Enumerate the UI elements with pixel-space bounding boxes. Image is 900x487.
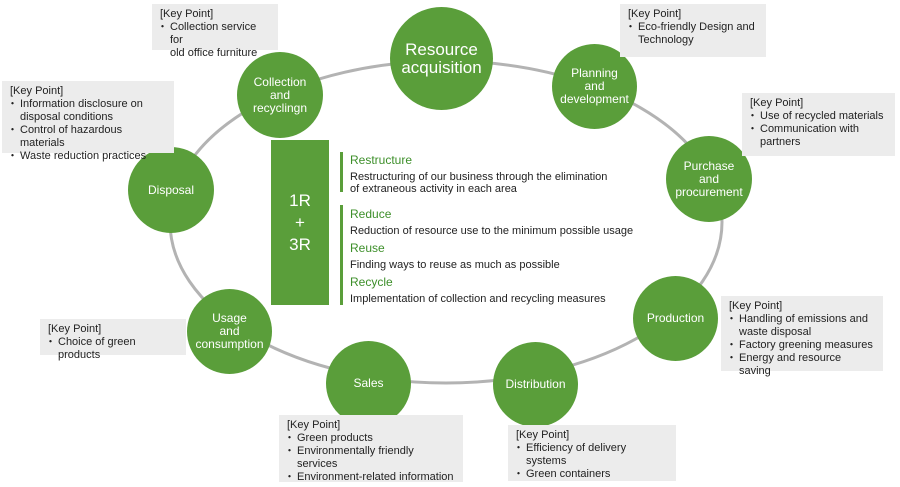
node-production: Production [633,276,718,361]
node-distribution: Distribution [493,342,578,427]
reduce-desc: Reduction of resource use to the minimum… [350,225,634,237]
restructure-title: Restructure [350,153,413,167]
keypoint-production: [Key Point] Handling of emissions and wa… [721,296,883,377]
keypoint-collection: [Key Point] Collection service for old o… [152,4,278,59]
node-usage-consumption: Usage and consumption [187,289,272,374]
keypoint-sales: [Key Point] Green products Environmental… [279,415,463,484]
node-resource-acquisition: Resource acquisition [390,7,493,110]
node-sales: Sales [326,341,411,426]
keypoint-distribution: [Key Point] Efficiency of delivery syste… [508,425,676,481]
center-1r-3r-block: 1R + 3R [271,140,329,305]
reduce-item: Reduce Reduction of resource use to the … [350,207,633,237]
reuse-item: Reuse Finding ways to reuse as much as p… [350,241,560,271]
reuse-desc: Finding ways to reuse as much as possibl… [350,259,560,271]
reuse-title: Reuse [350,241,385,255]
three-r-bar [340,205,343,305]
node-collection-recycling: Collection and recyclingn [237,52,323,138]
node-purchase-procurement: Purchase and procurement [666,136,752,222]
restructure-bar [340,152,343,192]
keypoint-planning: [Key Point] Eco-friendly Design and Tech… [620,4,766,57]
recycle-item: Recycle Implementation of collection and… [350,275,606,305]
keypoint-purchase: [Key Point] Use of recycled materials Co… [742,93,895,156]
node-planning-development: Planning and development [552,44,637,129]
node-disposal: Disposal [128,147,214,233]
restructure-desc: Restructuring of our business through th… [350,171,608,195]
restructure-item: Restructure Restructuring of our busines… [350,153,607,195]
keypoint-disposal: [Key Point] Information disclosure on di… [2,81,174,163]
recycle-title: Recycle [350,275,393,289]
recycle-desc: Implementation of collection and recycli… [350,293,606,305]
keypoint-usage: [Key Point] Choice of green products [40,319,186,361]
reduce-title: Reduce [350,207,392,221]
